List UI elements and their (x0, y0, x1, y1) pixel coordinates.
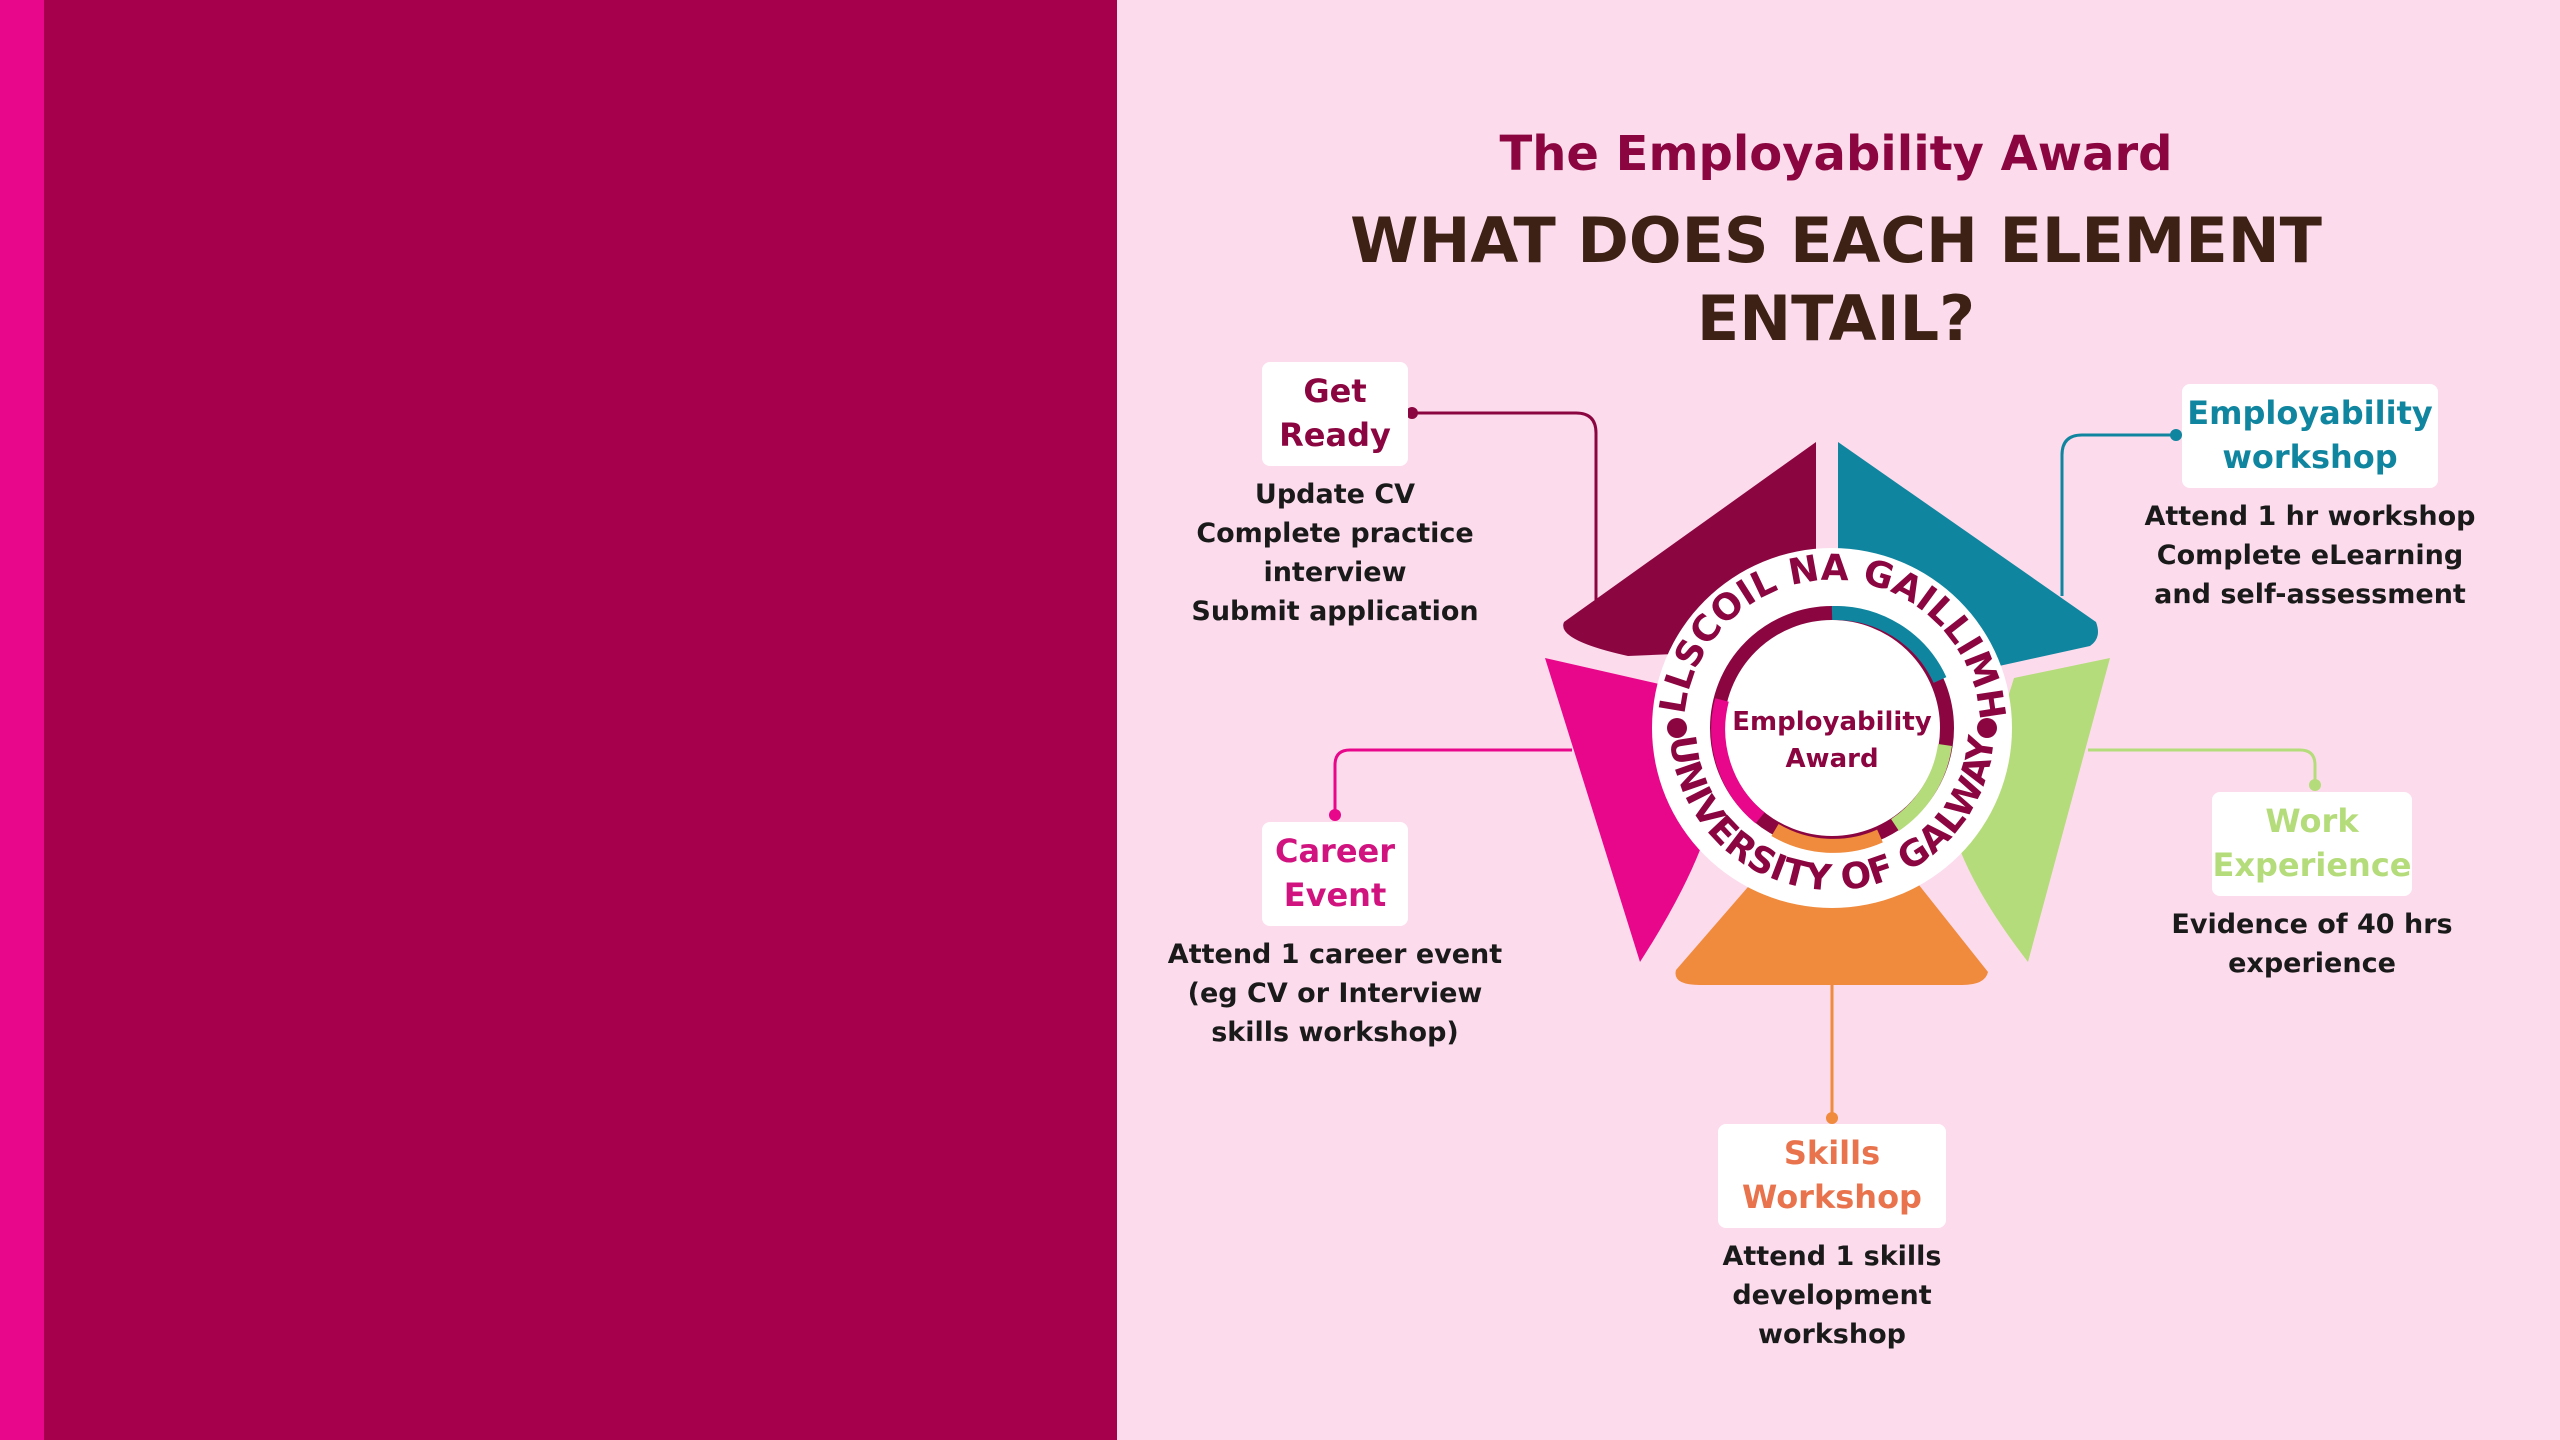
connector-work-experience (2088, 748, 2317, 785)
label-get-ready-line-1: Get (1303, 372, 1366, 410)
emblem-center-line-1: Employability (1732, 707, 1932, 737)
connector-dot-get-ready (1406, 407, 1418, 419)
desc-get-ready-line-1: Update CV (1255, 479, 1415, 510)
desc-skills-workshop-line-1: Attend 1 skills (1722, 1241, 1941, 1272)
label-box-work-experience (2212, 792, 2412, 896)
desc-get-ready-line-4: Submit application (1191, 596, 1478, 627)
page-title-line-2: ENTAIL? (1697, 282, 1975, 355)
emblem-center-line-2: Award (1785, 744, 1878, 774)
label-employability-workshop-line-1: Employability (2187, 394, 2433, 432)
connector-lines (1329, 407, 2321, 1124)
desc-work-experience-line-1: Evidence of 40 hrs (2171, 909, 2452, 940)
segment-skills-workshop (1675, 880, 1988, 985)
desc-employability-workshop-line-2: Complete eLearning (2157, 540, 2463, 571)
desc-skills-workshop-line-2: development (1732, 1280, 1931, 1311)
emblem-ring-arc-pink (1711, 698, 1765, 824)
emblem-ring-arc-blue (1831, 605, 1947, 684)
desc-work-experience-line-2: experience (2228, 948, 2396, 979)
desc-get-ready-line-2: Complete practice (1196, 518, 1473, 549)
desc-career-event-line-1: Attend 1 career event (1168, 939, 1502, 970)
desc-employability-workshop-line-3: and self-assessment (2154, 579, 2466, 610)
label-skills-workshop-line-2: Workshop (1742, 1178, 1922, 1216)
connector-career-event (1333, 748, 1572, 815)
emblem-ring-arc-orange (1771, 823, 1883, 853)
desc-employability-workshop-line-1: Attend 1 hr workshop (2144, 501, 2475, 532)
label-box-skills-workshop (1718, 1124, 1946, 1228)
desc-career-event-line-3: skills workshop) (1211, 1017, 1459, 1048)
label-work-experience-line-1: Work (2265, 802, 2359, 840)
connector-dot-employability-workshop (2170, 429, 2182, 441)
connector-get-ready (1412, 411, 1598, 600)
label-career-event-line-1: Career (1275, 832, 1395, 870)
label-career-event-line-2: Event (1284, 876, 1387, 914)
label-skills-workshop-line-1: Skills (1784, 1134, 1880, 1172)
label-box-employability-workshop (2182, 384, 2438, 488)
emblem-center (1730, 626, 1934, 830)
desc-skills-workshop-line-3: workshop (1758, 1319, 1906, 1350)
subtitle: The Employability Award (1499, 126, 2172, 182)
desc-get-ready-line-3: interview (1263, 557, 1406, 588)
label-box-get-ready (1262, 362, 1408, 466)
desc-career-event-line-2: (eg CV or Interview (1188, 978, 1483, 1009)
label-work-experience-line-2: Experience (2212, 846, 2411, 884)
label-box-career-event (1262, 822, 1408, 926)
connector-dot-work-experience (2309, 779, 2321, 791)
left-color-panel (44, 0, 1117, 1440)
emblem-dot-left (1667, 718, 1687, 738)
page-title-line-1: WHAT DOES EACH ELEMENT (1350, 204, 2322, 277)
left-accent-strip (0, 0, 44, 1440)
emblem-dot-right (1977, 718, 1997, 738)
connector-employability-workshop (2060, 433, 2176, 596)
connector-dot-skills-workshop (1826, 1112, 1838, 1124)
connector-dot-career-event (1329, 809, 1341, 821)
label-employability-workshop-line-2: workshop (2222, 438, 2397, 476)
label-get-ready-line-2: Ready (1279, 416, 1391, 454)
emblem-ring-arc-green (1890, 743, 1952, 831)
